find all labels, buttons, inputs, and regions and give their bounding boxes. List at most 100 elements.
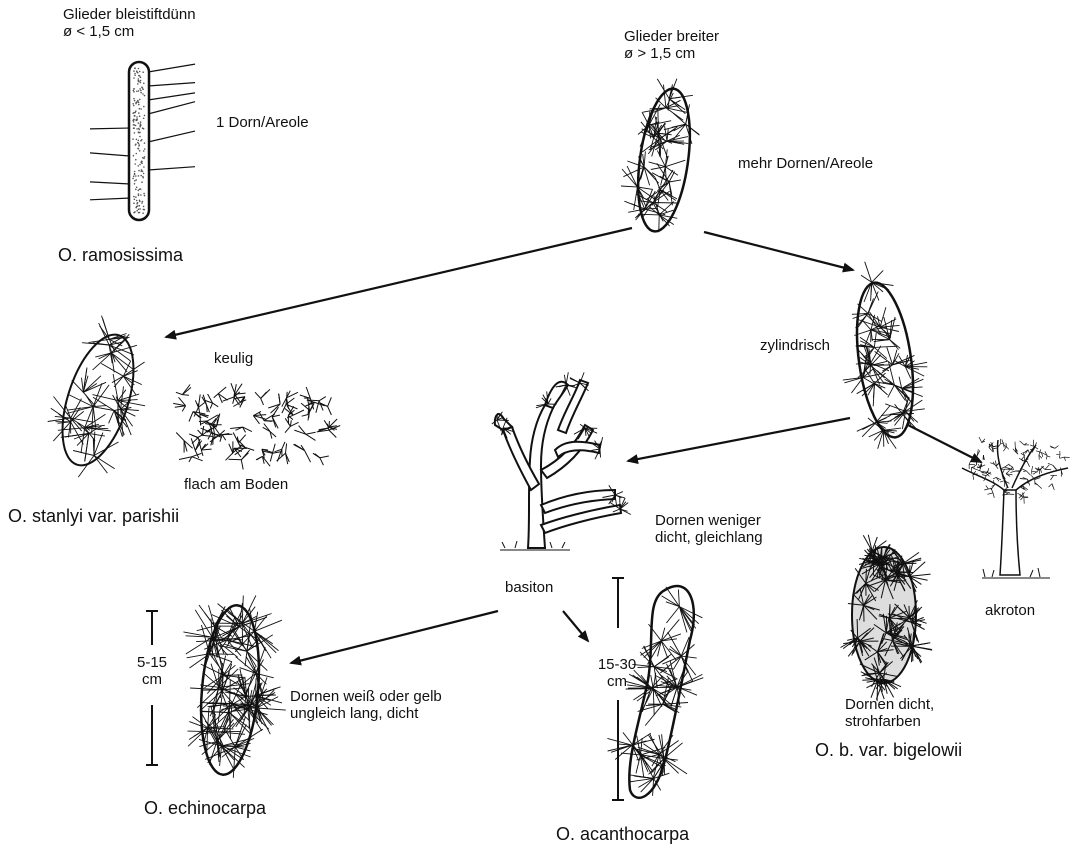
spine-stroke (1041, 469, 1042, 473)
spine-stroke (1038, 467, 1039, 471)
texture-dot (133, 70, 135, 72)
texture-dot (140, 194, 142, 196)
spine-stroke (214, 394, 219, 398)
texture-dot (143, 166, 145, 168)
texture-dot (134, 73, 136, 75)
texture-dot (142, 212, 144, 214)
spines-white-yellow-line-1: Dornen weiß oder gelb (290, 688, 442, 705)
size-5-15-label: 5-15 cm (126, 654, 178, 689)
texture-dot (138, 102, 140, 104)
spines-dense-straw-line-1: Dornen dicht, (845, 696, 934, 713)
spine-stroke (218, 387, 226, 394)
spine-stroke (148, 64, 195, 72)
spine-stroke (872, 270, 884, 282)
spine-stroke (621, 186, 637, 187)
spine-stroke (211, 619, 212, 638)
texture-dot (133, 196, 135, 198)
texture-dot (140, 171, 142, 173)
texture-dot (139, 129, 141, 131)
spine-stroke (94, 456, 107, 474)
spine-stroke (257, 456, 263, 459)
spine-stroke (90, 198, 130, 200)
spine-stroke (192, 438, 198, 444)
spine-stroke (988, 468, 989, 472)
texture-dot (138, 112, 140, 114)
spine-stroke (857, 619, 858, 638)
texture-dot (139, 125, 141, 127)
texture-dot (132, 138, 134, 140)
texture-dot (141, 161, 143, 163)
texture-dot (138, 145, 140, 147)
spine-stroke (986, 485, 989, 489)
basitonic-label: basiton (505, 579, 553, 596)
texture-dot (139, 136, 141, 138)
texture-dot (144, 156, 146, 158)
texture-dot (138, 148, 140, 150)
thin-segments-line-2: ø < 1,5 cm (63, 23, 196, 40)
cylindrical-label: zylindrisch (760, 337, 830, 354)
texture-dot (139, 150, 141, 152)
spine-stroke (975, 469, 980, 471)
spine-stroke (984, 489, 988, 490)
texture-dot (134, 132, 136, 134)
spine-stroke (261, 392, 267, 399)
arrow-cylindrical-to-acrotonic (908, 425, 981, 462)
texture-dot (143, 193, 145, 195)
spine-stroke (90, 128, 130, 129)
texture-dot (141, 169, 143, 171)
spine-stroke (257, 708, 286, 710)
texture-dot (135, 196, 137, 198)
texture-dot (133, 77, 135, 79)
texture-dot (135, 179, 137, 181)
texture-dot (139, 88, 141, 90)
texture-dot (142, 177, 144, 179)
size-5-15-unit: cm (126, 671, 178, 688)
spine-stroke (306, 434, 316, 440)
spine-stroke (1032, 471, 1038, 472)
texture-dot (144, 148, 146, 150)
spine-stroke (279, 394, 280, 404)
spine-stroke (1038, 485, 1042, 489)
spine-stroke (857, 422, 876, 431)
spine-stroke (245, 447, 254, 450)
texture-dot (135, 175, 137, 177)
spine-stroke (175, 406, 186, 408)
spine-stroke (969, 461, 971, 464)
species-stanlyi: O. stanlyi var. parishii (8, 506, 179, 527)
spine-stroke (866, 569, 867, 584)
texture-dot (143, 150, 145, 152)
spine-stroke (570, 378, 580, 384)
spine-stroke (255, 392, 261, 398)
spine-stroke (1017, 493, 1022, 495)
spines-dense-straw-line-2: strohfarben (845, 713, 934, 730)
spine-stroke (865, 262, 872, 283)
texture-dot (134, 68, 136, 70)
texture-dot (137, 72, 139, 74)
spine-stroke (148, 131, 195, 142)
ramosissima-segment-drawing (90, 62, 195, 220)
texture-dot (144, 142, 146, 144)
spine-stroke (199, 421, 207, 422)
texture-dot (140, 108, 142, 110)
texture-dot (132, 178, 134, 180)
texture-dot (142, 201, 144, 203)
spine-stroke (1051, 475, 1054, 480)
spine-stroke (1055, 446, 1059, 449)
spine-stroke (286, 443, 287, 453)
echinocarpa-segment-drawing (183, 595, 285, 777)
spine-stroke (989, 448, 992, 451)
spine-stroke (1004, 464, 1009, 467)
spine-stroke (1006, 447, 1008, 450)
texture-dot (136, 210, 138, 212)
arrow-wide-to-cylindrical (704, 232, 853, 270)
texture-dot (140, 90, 142, 92)
spine-stroke (306, 387, 310, 398)
texture-dot (136, 101, 138, 103)
spine-stroke (1006, 470, 1010, 473)
texture-dot (136, 128, 138, 130)
texture-dot (136, 200, 138, 202)
texture-dot (138, 170, 140, 172)
acanthocarpa-segment-drawing (607, 586, 703, 798)
spine-stroke (90, 182, 130, 184)
spine-stroke (302, 415, 308, 417)
